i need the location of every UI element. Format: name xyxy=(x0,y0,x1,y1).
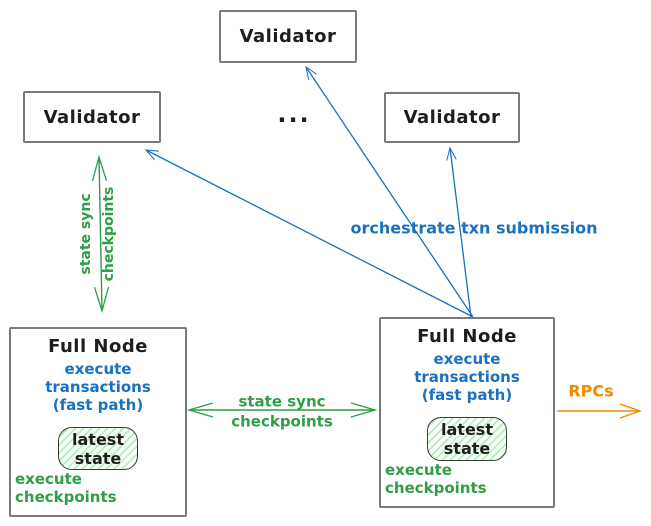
full-node-right-execute-transactions: execute transactions xyxy=(414,350,520,386)
full-node-right-title: Full Node xyxy=(417,326,517,347)
edge-orchestrate-to-validator-top xyxy=(305,65,474,318)
edge-orchestrate-to-validator-left xyxy=(144,149,474,318)
full-node-right-execute-checkpoints: execute checkpoints xyxy=(385,461,487,497)
latest-state-right-line1: latest xyxy=(441,420,493,439)
state-sync-horizontal-label-line1: state sync xyxy=(238,392,326,411)
state-sync-horizontal-label-line2: checkpoints xyxy=(231,412,333,431)
state-sync-vertical-label-line1: state sync xyxy=(78,193,94,275)
latest-state-box-left: latest state xyxy=(58,427,138,470)
full-node-box-left: Full Node execute transactions (fast pat… xyxy=(9,327,187,517)
orchestrate-txn-submission-label: orchestrate txn submission xyxy=(350,218,598,238)
latest-state-left-line1: latest xyxy=(72,429,124,449)
rpcs-label: RPCs xyxy=(568,381,614,401)
validator-left-label: Validator xyxy=(43,106,141,128)
state-sync-vertical-label-line2: checkpoints xyxy=(101,186,117,282)
latest-state-right-line2: state xyxy=(443,439,491,458)
validator-box-top: Validator xyxy=(219,10,357,63)
latest-state-left-line2: state xyxy=(74,448,122,468)
latest-state-box-right: latest state xyxy=(427,417,507,461)
full-node-left-execute-transactions: execute transactions xyxy=(45,360,151,396)
full-node-right-fast-path: (fast path) xyxy=(421,386,513,404)
full-node-left-title: Full Node xyxy=(48,336,148,357)
edge-orchestrate-to-validator-right xyxy=(446,146,472,318)
validator-box-right: Validator xyxy=(384,92,520,143)
full-node-left-execute-checkpoints: execute checkpoints xyxy=(15,470,117,506)
full-node-box-right: Full Node execute transactions (fast pat… xyxy=(379,317,555,508)
edge-state-sync-vertical xyxy=(99,157,102,311)
validator-right-label: Validator xyxy=(403,107,501,128)
validators-ellipsis: ... xyxy=(277,100,311,128)
validator-box-left: Validator xyxy=(23,91,161,143)
validator-top-label: Validator xyxy=(239,26,337,47)
full-node-left-fast-path: (fast path) xyxy=(52,396,144,414)
